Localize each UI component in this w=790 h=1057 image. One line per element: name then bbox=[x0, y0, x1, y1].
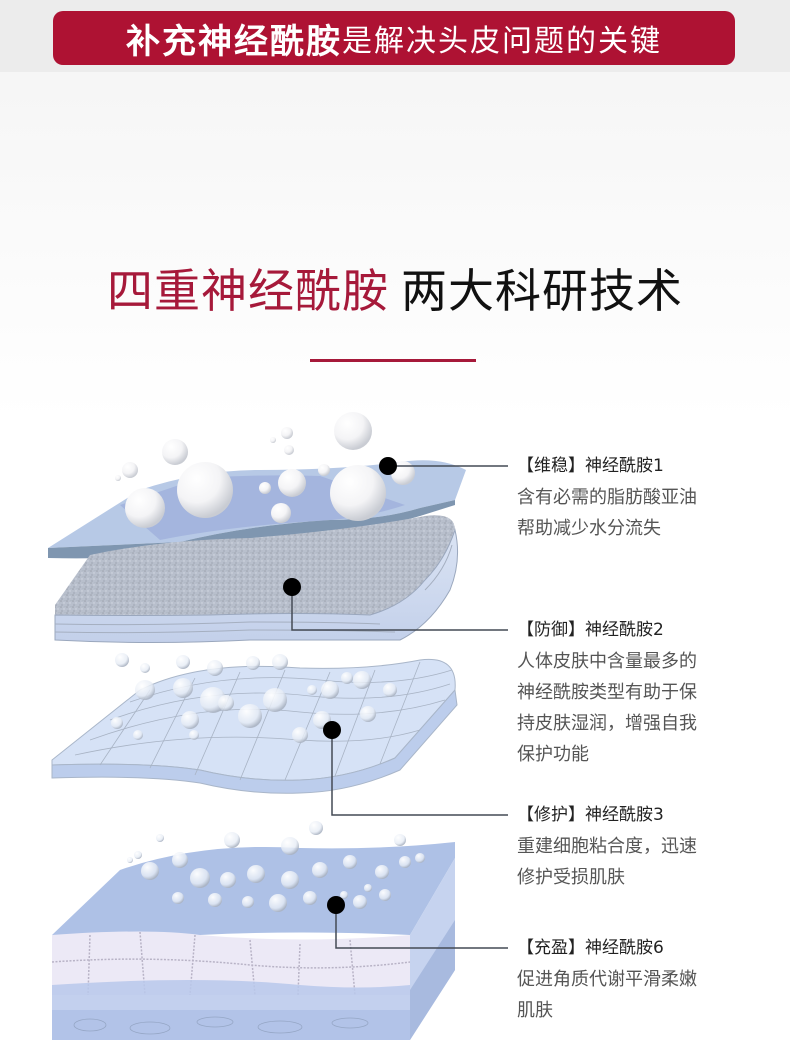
title-black-part: 两大科研技术 bbox=[401, 264, 683, 318]
layer-title: 【维稳】神经酰胺1 bbox=[517, 456, 664, 476]
layer-label-4: 【充盈】神经酰胺6 促进角质代谢平滑柔嫩 肌肤 bbox=[517, 936, 777, 1026]
layer-title: 【充盈】神经酰胺6 bbox=[517, 938, 664, 958]
skin-layer-2-icon bbox=[54, 515, 459, 643]
desc-line: 持皮肤湿润，增强自我 bbox=[517, 713, 697, 734]
desc-line: 重建细胞粘合度，迅速 bbox=[517, 836, 697, 857]
page-title: 四重神经酰胺两大科研技术 bbox=[0, 255, 790, 321]
desc-line: 神经酰胺类型有助于保 bbox=[517, 682, 697, 703]
banner-light-text: 是解决头皮问题的关键 bbox=[342, 24, 662, 59]
layer-label-1: 【维稳】神经酰胺1 含有必需的脂肪酸亚油 帮助减少水分流失 bbox=[517, 454, 777, 544]
layer-title: 【防御】神经酰胺2 bbox=[517, 620, 664, 640]
desc-line: 肌肤 bbox=[517, 1000, 553, 1021]
layer-title: 【修护】神经酰胺3 bbox=[517, 805, 664, 825]
layer-label-2: 【防御】神经酰胺2 人体皮肤中含量最多的 神经酰胺类型有助于保 持皮肤湿润，增强… bbox=[517, 618, 777, 770]
skin-layers-illustration bbox=[48, 412, 508, 1040]
layer-description: 人体皮肤中含量最多的 神经酰胺类型有助于保 持皮肤湿润，增强自我 保护功能 bbox=[517, 646, 777, 770]
layer-label-3: 【修护】神经酰胺3 重建细胞粘合度，迅速 修护受损肌肤 bbox=[517, 803, 777, 893]
desc-line: 含有必需的脂肪酸亚油 bbox=[517, 487, 697, 508]
header-banner: 补充神经酰胺 是解决头皮问题的关键 bbox=[53, 11, 735, 65]
title-divider bbox=[310, 359, 476, 362]
desc-line: 人体皮肤中含量最多的 bbox=[517, 651, 697, 672]
pointer-dot-icon bbox=[283, 457, 397, 914]
desc-line: 保护功能 bbox=[517, 744, 589, 765]
layer-description: 含有必需的脂肪酸亚油 帮助减少水分流失 bbox=[517, 482, 777, 544]
connector-lines bbox=[291, 465, 508, 949]
desc-line: 修护受损肌肤 bbox=[517, 867, 625, 888]
bubbles-layer-3 bbox=[111, 653, 397, 743]
bubbles-layer-1 bbox=[115, 412, 415, 528]
desc-line: 促进角质代谢平滑柔嫩 bbox=[517, 969, 697, 990]
layer-description: 重建细胞粘合度，迅速 修护受损肌肤 bbox=[517, 831, 777, 893]
bubbles-layer-4 bbox=[127, 821, 425, 912]
banner-strong-text: 补充神经酰胺 bbox=[126, 21, 342, 62]
title-red-part: 四重神经酰胺 bbox=[107, 264, 389, 318]
desc-line: 帮助减少水分流失 bbox=[517, 518, 661, 539]
layer-description: 促进角质代谢平滑柔嫩 肌肤 bbox=[517, 964, 777, 1026]
